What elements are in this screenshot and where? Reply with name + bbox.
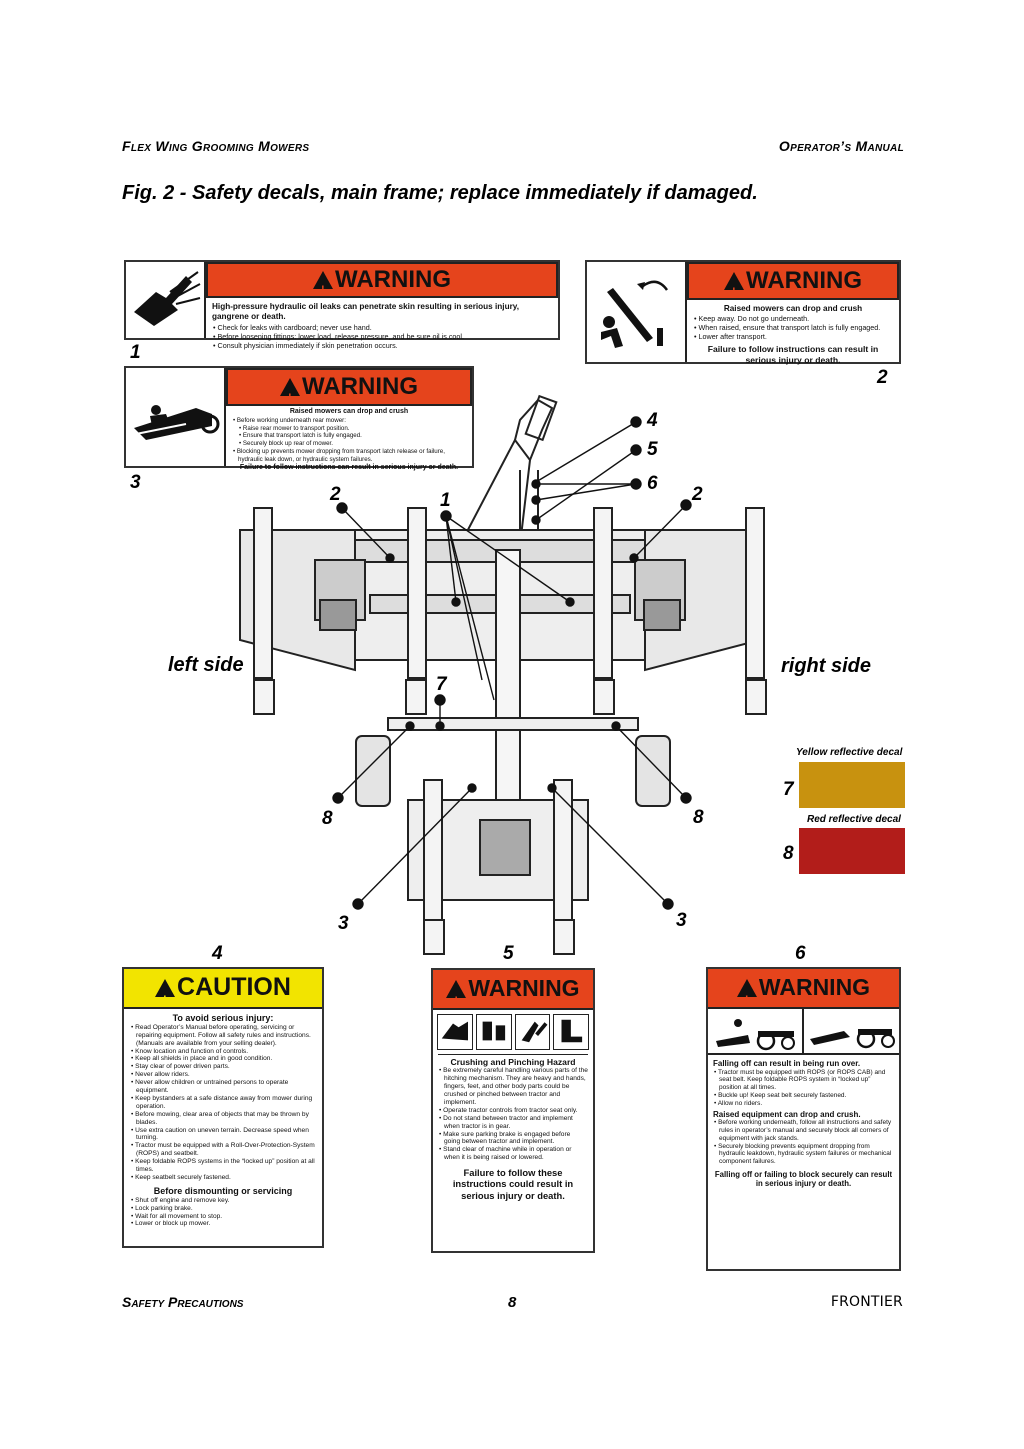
raised-wing-crush-icon (587, 262, 687, 362)
warning-banner: WARNING (687, 262, 899, 309)
decal-6: WARNING Falling off can result in being … (706, 967, 901, 1271)
warning-banner: WARNING (206, 262, 558, 306)
footer-section: Safety Precautions (122, 1294, 244, 1310)
warning-banner: WARNING (708, 969, 899, 1018)
figure-title: Fig. 2 - Safety decals, main frame; repl… (122, 182, 758, 204)
callout-7-frame: 7 (436, 674, 447, 695)
callout-8-left: 8 (322, 808, 333, 829)
callout-2-left: 2 (330, 484, 341, 505)
decal-1: WARNING High-pressure hydraulic oil leak… (124, 260, 560, 350)
decal-3-text: Raised mowers can drop and crush • Befor… (233, 408, 459, 472)
blocked-equipment-icon (804, 1009, 899, 1055)
hydraulic-leak-hand-icon (126, 262, 206, 338)
yellow-reflective-swatch (799, 762, 905, 808)
callout-5: 5 (647, 439, 658, 460)
callout-3-decal: 3 (130, 472, 141, 493)
callout-8-right: 8 (693, 807, 704, 828)
callout-6: 6 (647, 473, 658, 494)
alert-triangle-icon (446, 980, 467, 1019)
pinch-hazard-icons (437, 1014, 589, 1050)
running-header-left: Flex Wing Grooming Mowers (122, 138, 310, 154)
brand-name: FRONTIER (830, 1294, 903, 1310)
left-side-label: left side (168, 654, 244, 676)
decal-2-text: Raised mowers can drop and crush • Keep … (694, 304, 881, 365)
callout-1-decal: 1 (130, 342, 141, 363)
warning-banner: WARNING (433, 970, 593, 1019)
alert-triangle-icon (155, 979, 176, 1018)
decal-2: WARNING Raised mowers can drop and crush… (585, 260, 901, 365)
decal-5: WARNING Crushing and Pinching Hazard • B… (431, 968, 595, 1253)
warning-banner: WARNING (226, 368, 472, 415)
red-reflective-swatch (799, 828, 905, 874)
decal-6-text: Falling off can result in being run over… (713, 1059, 893, 1189)
yellow-reflective-label: Yellow reflective decal (796, 747, 903, 758)
mower-frame-drawing (239, 394, 767, 955)
callout-4-decal: 4 (212, 943, 223, 964)
decal-5-text: Crushing and Pinching Hazard • Be extrem… (438, 1054, 588, 1201)
caution-banner: CAUTION (124, 969, 322, 1018)
tractor-runover-icon (708, 1009, 804, 1055)
mower-crush-icon (126, 368, 226, 466)
decal-1-text: High-pressure hydraulic oil leaks can pe… (212, 302, 519, 350)
decal-3: WARNING Raised mowers can drop and crush… (124, 366, 474, 471)
callout-2-decal: 2 (877, 367, 888, 388)
foot-crush-icon (553, 1014, 589, 1050)
callout-4: 4 (647, 410, 658, 431)
callout-3-left: 3 (338, 913, 349, 934)
alert-triangle-icon (736, 979, 757, 1018)
alert-triangle-icon (280, 378, 300, 415)
callout-2-right: 2 (692, 484, 703, 505)
running-header-right: Operator’s Manual (778, 138, 904, 154)
hand-crush-icon (437, 1014, 473, 1050)
alert-triangle-icon (724, 272, 744, 309)
callout-1-frame: 1 (440, 490, 451, 511)
callout-8-swatch: 8 (783, 843, 794, 864)
red-reflective-label: Red reflective decal (807, 814, 901, 825)
decal-4: CAUTION To avoid serious injury: • Read … (122, 967, 324, 1248)
callout-6-decal: 6 (795, 943, 806, 964)
callout-5-decal: 5 (503, 943, 514, 964)
callout-7-swatch: 7 (783, 779, 794, 800)
alert-triangle-icon (313, 271, 333, 306)
finger-pinch-icon (514, 1014, 551, 1050)
page-number: 8 (508, 1294, 517, 1311)
decal-4-text: To avoid serious injury: • Read Operator… (131, 1013, 315, 1228)
hitch-pinch-icon (475, 1014, 512, 1050)
right-side-label: right side (781, 655, 872, 677)
callout-3-right: 3 (676, 910, 687, 931)
